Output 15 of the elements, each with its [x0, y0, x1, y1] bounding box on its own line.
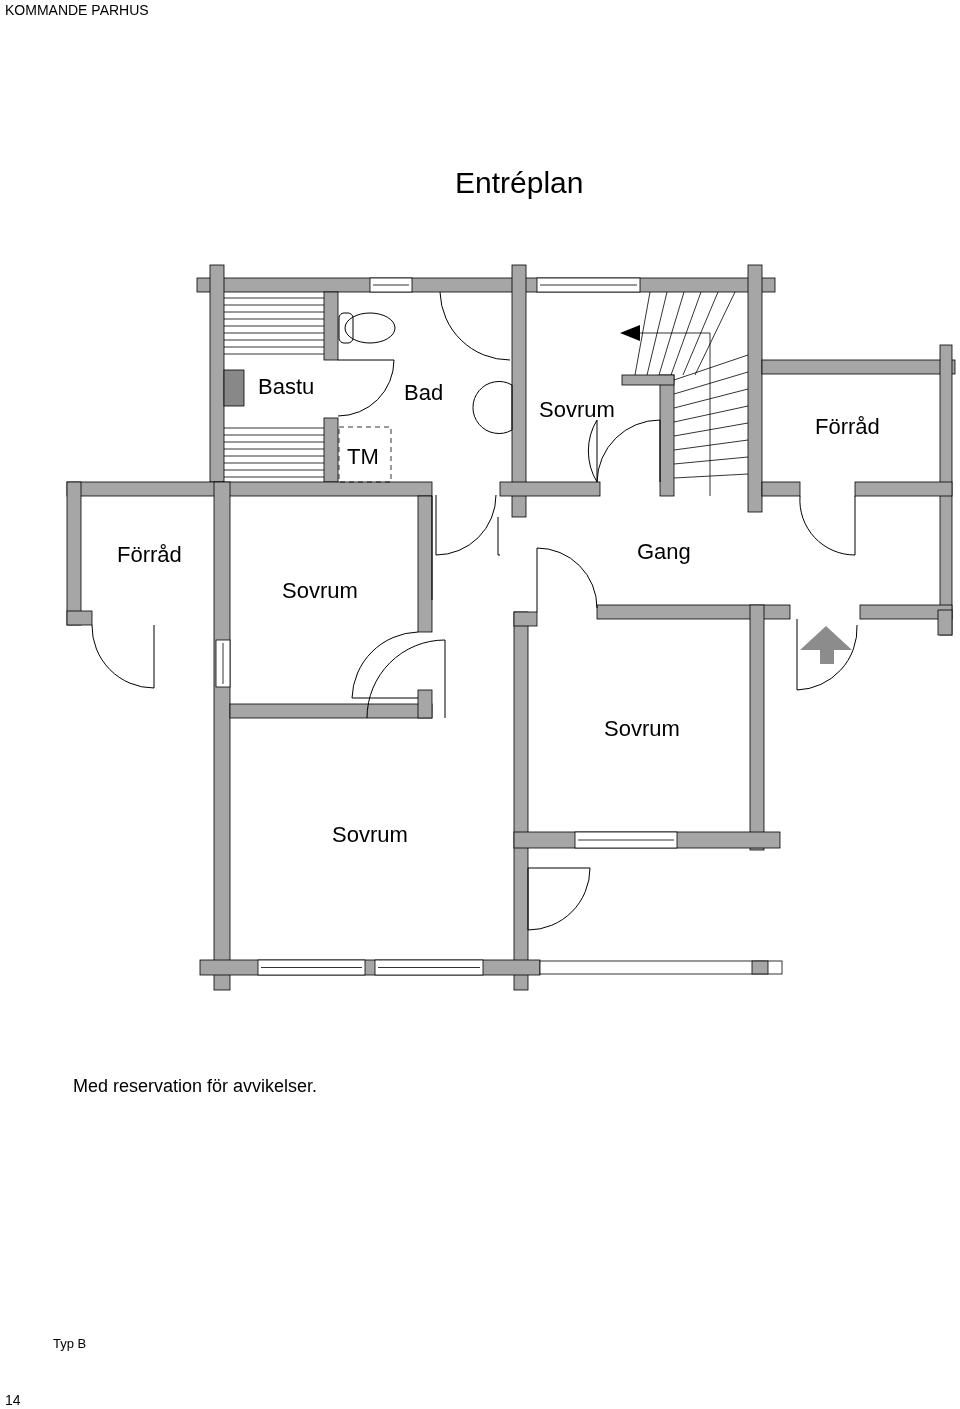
room-label: Förråd — [117, 544, 182, 566]
room-label: Sovrum — [282, 580, 358, 602]
area-label: TM — [347, 446, 379, 468]
room-label: Bad — [404, 382, 444, 404]
room-label: Sovrum — [604, 718, 680, 740]
disclaimer-note: Med reservation för avvikelser. — [73, 1077, 318, 1095]
room-label: Sovrum — [539, 399, 615, 421]
plan-type-label: Typ B — [53, 1337, 87, 1350]
room-label: Sovrum — [332, 824, 408, 846]
room-label: Bastu — [258, 376, 315, 398]
page-header: KOMMANDE PARHUS — [5, 3, 149, 17]
plan-title: Entréplan — [455, 168, 584, 198]
room-label: Förråd — [815, 416, 880, 438]
page-number: 14 — [5, 1393, 21, 1407]
room-label: Gang — [637, 541, 691, 563]
